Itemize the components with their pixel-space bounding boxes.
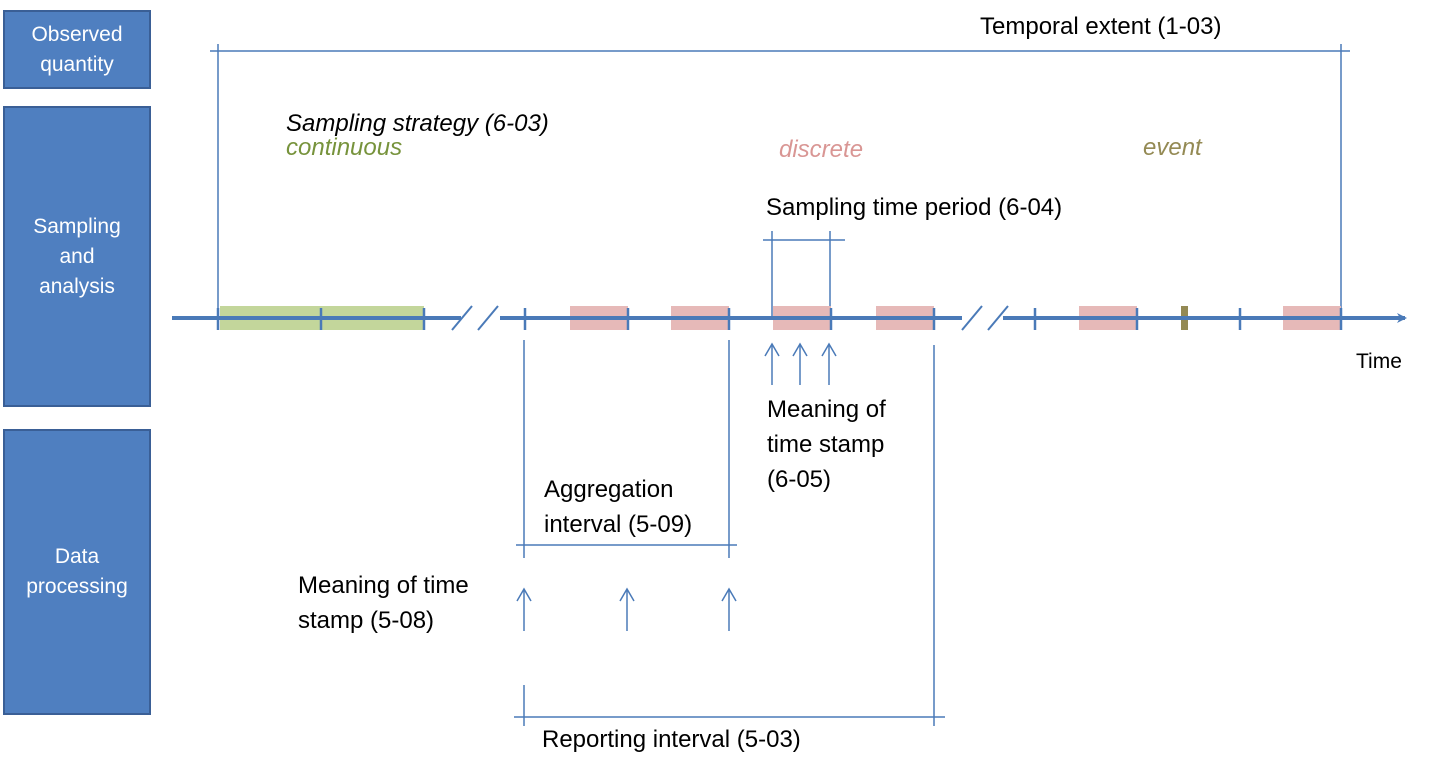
meaning-timestamp-508-line-2: stamp (5-08) (298, 607, 435, 634)
meaning-timestamp-605-line-3: (6-05) (767, 466, 832, 493)
meaning-timestamp-605-line-1: Meaning of (767, 396, 886, 423)
data-processing-box: Data processing (3, 429, 151, 715)
sampling-time-period-label: Sampling time period (6-04) (766, 194, 1063, 221)
reporting-interval-label: Reporting interval (5-03) (542, 726, 801, 753)
data-processing-line-2: processing (26, 575, 128, 598)
aggregation-interval-line-1: Aggregation (544, 476, 674, 503)
meaning-timestamp-508-line-1: Meaning of time (298, 572, 469, 599)
axis-break-marks (451, 305, 1009, 331)
event-label: event (1143, 134, 1202, 161)
sampling-analysis-line-1: Sampling (33, 214, 121, 238)
aggregation-interval-label: Aggregation interval (5-09) (544, 472, 692, 542)
meaning-timestamp-508-label: Meaning of time stamp (5-08) (298, 568, 469, 638)
aggregation-interval-bracket (516, 340, 737, 558)
data-processing-line-1: Data (54, 545, 100, 568)
time-axis-label: Time (1356, 350, 1402, 373)
discrete-label: discrete (779, 136, 864, 163)
axis-ticks (216, 308, 1343, 330)
sampling-and-analysis-box: Sampling and analysis (3, 106, 151, 407)
temporal-extent-bracket (210, 44, 1350, 318)
meaning-timestamp-605-line-2: time stamp (767, 431, 885, 458)
sampling-timestamp-arrows (764, 342, 837, 385)
processing-timestamp-arrows (516, 587, 737, 631)
meaning-timestamp-605-label: Meaning of time stamp (6-05) (767, 392, 886, 497)
sampling-time-period-bracket (763, 231, 845, 318)
observed-quantity-line-1: Observed (31, 22, 123, 46)
reporting-interval-bracket (514, 345, 945, 726)
aggregation-interval-line-2: interval (5-09) (544, 511, 693, 538)
observed-quantity-line-2: quantity (40, 52, 114, 76)
continuous-label: continuous (286, 134, 403, 161)
observed-quantity-box: Observed quantity (3, 10, 151, 89)
temporal-extent-label: Temporal extent (1-03) (980, 13, 1222, 40)
sampling-analysis-line-3: analysis (39, 274, 115, 298)
sampling-strategy-label: Sampling strategy (6-03) (286, 110, 549, 137)
sampling-analysis-line-2: and (59, 244, 95, 268)
